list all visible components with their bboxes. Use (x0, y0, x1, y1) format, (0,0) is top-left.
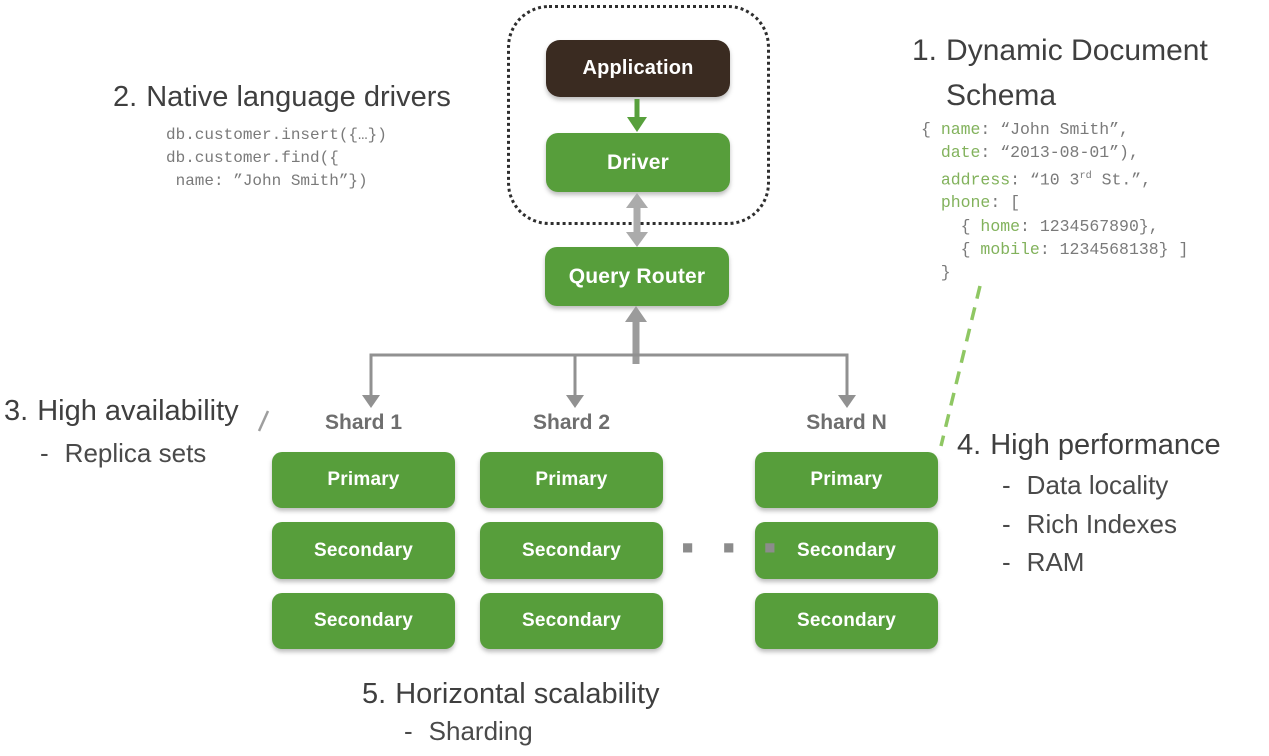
up-arrow-icon (625, 306, 647, 364)
callout-native-drivers-title: 2. Native language drivers (113, 80, 451, 115)
bullet-text: Data locality (1026, 470, 1169, 500)
bullet-item: - Rich Indexes (1002, 509, 1177, 540)
secondary-node: Secondary (755, 522, 938, 579)
bullet-text: Sharding (428, 716, 533, 746)
application-driver-group-border (507, 5, 770, 225)
secondary-node: Secondary (480, 522, 663, 579)
branch-arrowheads (362, 395, 856, 408)
callout-high-availability-title: 3. High availability (4, 394, 239, 429)
callout-number: 1. (912, 34, 938, 67)
primary-node: Primary (272, 452, 455, 508)
primary-node: Primary (480, 452, 663, 508)
driver-node: Driver (546, 133, 730, 192)
primary-node: Primary (755, 452, 938, 508)
shard-label: Shard N (806, 411, 887, 434)
more-shards-ellipsis-icon: ■ ■ ■ (682, 540, 789, 554)
secondary-node: Secondary (755, 593, 938, 649)
shard-label: Shard 1 (324, 411, 403, 434)
callout-title-text: High performance (990, 429, 1221, 461)
secondary-node: Secondary (272, 593, 455, 649)
bullet-text: RAM (1026, 547, 1085, 577)
callout-number: 2. (113, 81, 138, 113)
green-dashed-connector (939, 285, 982, 447)
branch-connector (369, 353, 849, 398)
callout-number: 5. (362, 678, 387, 710)
drivers-code-block: db.customer.insert({…})db.customer.find(… (166, 126, 387, 190)
bullet-item: - RAM (1002, 547, 1084, 578)
tick-mark (257, 410, 270, 432)
bullet-dash: - (404, 716, 413, 746)
bullet-item: - Sharding (404, 716, 533, 747)
callout-number: 4. (957, 429, 982, 461)
bullet-dash: - (40, 438, 49, 468)
callout-horizontal-scalability-title: 5. Horizontal scalability (362, 677, 660, 712)
bullet-item: - Replica sets (40, 438, 206, 469)
secondary-node: Secondary (480, 593, 663, 649)
query-router-node: Query Router (545, 247, 729, 306)
bullet-dash: - (1002, 547, 1011, 577)
callout-high-performance-title: 4. High performance (957, 428, 1221, 463)
callout-title-text: High availability (37, 395, 239, 427)
bullet-dash: - (1002, 509, 1011, 539)
callout-title-text: Native language drivers (146, 81, 451, 113)
callout-title-text: Horizontal scalability (395, 678, 660, 710)
bullet-item: - Data locality (1002, 470, 1168, 501)
bullet-text: Rich Indexes (1026, 509, 1177, 539)
bullet-text: Replica sets (64, 438, 207, 468)
application-node: Application (546, 40, 730, 97)
bullet-dash: - (1002, 470, 1011, 500)
shard-label: Shard 2 (532, 411, 611, 434)
callout-number: 3. (4, 395, 29, 427)
secondary-node: Secondary (272, 522, 455, 579)
schema-code-block: { name: “John Smith”, date: “2013-08-01”… (921, 120, 1189, 283)
